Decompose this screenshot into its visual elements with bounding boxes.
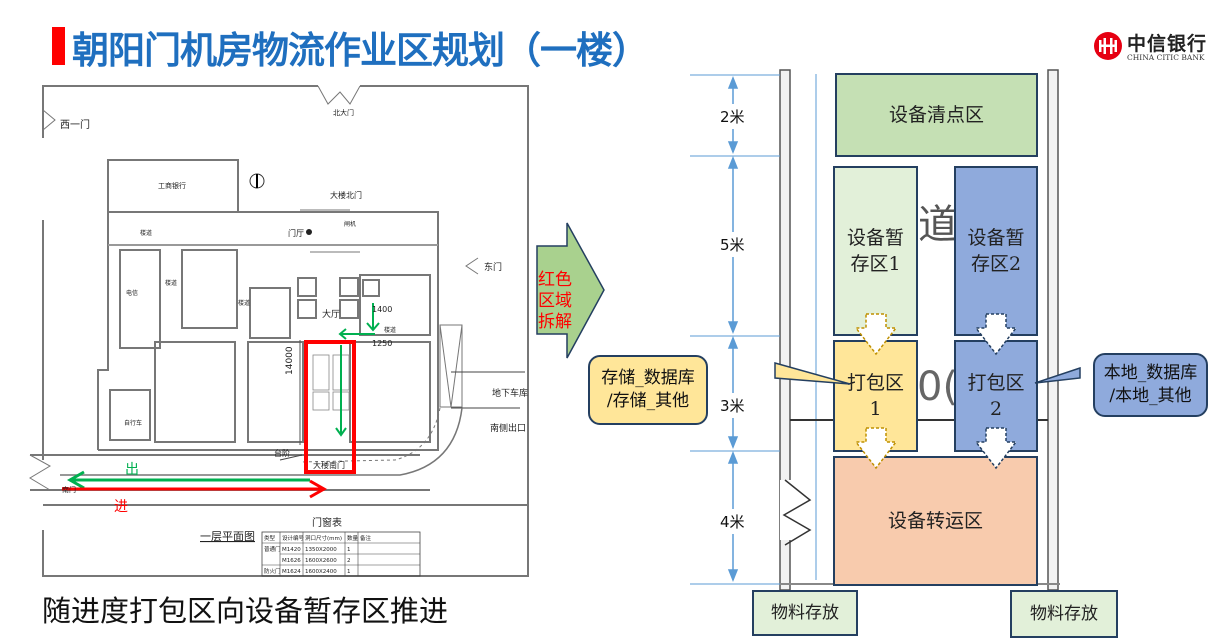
transition-arrow <box>536 222 605 359</box>
callout-line: /存储_其他 <box>606 391 690 411</box>
north-gate-label: 北大门 <box>333 108 354 117</box>
page-title: 朝阳门机房物流作业区规划（一楼） <box>72 29 649 72</box>
zone-label: 存区2 <box>970 253 1022 275</box>
exit-flow-arrow <box>66 470 310 490</box>
door-table-cell: M1626 <box>282 558 301 564</box>
door-table-cell: 1 <box>347 547 351 553</box>
callout-local: 本地_数据库/本地_其他 <box>1093 353 1208 417</box>
door-table-cell: 1600X2600 <box>305 558 337 564</box>
east-gate-label: 东门 <box>484 261 502 273</box>
floor-plan: 西一门 北大门 工商银行 大楼北门 门厅 大厅 东门 地下车库 南侧出口 台阶 … <box>29 85 529 577</box>
entry-flow-arrow <box>62 479 328 499</box>
zone-label: 物料存放 <box>1030 604 1098 624</box>
icbc-label: 工商银行 <box>158 181 186 190</box>
door-table-cell: 2 <box>347 558 351 564</box>
bank-logo: 中信银行 CHINA CITIC BANK <box>1093 27 1213 67</box>
zone-label: 设备暂 <box>846 227 904 249</box>
background-glyph: 0( <box>917 364 958 410</box>
gate-machine-label: 闸机 <box>344 220 356 228</box>
zone-label: 1 <box>869 398 882 420</box>
door-table-cell: M1420 <box>282 547 301 553</box>
callout-line: 存储_数据库 <box>601 368 695 388</box>
bank-name-cn: 中信银行 <box>1127 33 1208 55</box>
stairs-label: 楼道 <box>140 229 152 237</box>
stairs-label-4: 楼道 <box>384 326 396 334</box>
out-label: 出 <box>125 462 139 478</box>
inner-flow-arrows <box>335 303 380 437</box>
zone-label: 打包区 <box>967 372 1025 394</box>
callout-line: /本地_其他 <box>1109 386 1192 406</box>
caption: 随进度打包区向设备暂存区推进 <box>42 594 449 628</box>
zone-label: 设备转运区 <box>887 510 983 532</box>
door-table-cell: 1600X2400 <box>305 569 337 575</box>
door-table-header: 洞口尺寸(mm) <box>305 534 342 542</box>
bank-name-en: CHINA CITIC BANK <box>1127 53 1205 62</box>
dim-2m: 2米 <box>720 104 745 129</box>
stairs-label-2: 楼道 <box>165 279 177 287</box>
door-table-header: 类型 <box>264 534 276 542</box>
zone-label: 物料存放 <box>771 603 839 623</box>
transition-label: 红色 区域 拆解 <box>538 270 578 333</box>
zone-transfer: 设备转运区 <box>833 456 1038 586</box>
zone-label: 设备清点区 <box>888 104 984 126</box>
building-north-gate-label: 大楼北门 <box>330 190 362 200</box>
title-accent-bar <box>52 27 65 65</box>
layout-background: 道 0( <box>690 69 1060 591</box>
zone-staging-2: 设备暂存区2 <box>954 166 1038 336</box>
door-table-cell: 普通门 <box>264 545 281 553</box>
door-table-cell: 1350X2000 <box>305 547 337 553</box>
callout-line: 本地_数据库 <box>1103 363 1198 383</box>
zone-staging-1: 设备暂存区1 <box>833 166 918 336</box>
door-table-cell: M1624 <box>282 569 301 575</box>
stairs-label-3: 楼道 <box>238 299 250 307</box>
dim-side-label: 1250 <box>372 339 392 348</box>
door-table-title: 门窗表 <box>312 516 342 529</box>
transition-label-line: 区域 <box>538 291 572 311</box>
zone-inventory: 设备清点区 <box>835 73 1038 157</box>
door-table-header: 设计编号 <box>282 534 305 542</box>
south-building-gate-label: 大楼南门 <box>313 460 345 470</box>
lobby-entry-label: 门厅 <box>288 228 304 238</box>
zone-label: 设备暂 <box>967 227 1025 249</box>
door-table-header: 数量 <box>347 534 359 542</box>
south-gate-label: 南门 <box>62 485 76 494</box>
material-storage-right: 物料存放 <box>1010 590 1118 638</box>
zone-label: 2 <box>989 398 1003 420</box>
transition-label-line: 拆解 <box>538 312 572 332</box>
zone-label: 存区1 <box>850 253 901 275</box>
callout-storage: 存储_数据库/存储_其他 <box>588 355 708 425</box>
dim-total-label: 14000 <box>285 346 295 375</box>
citic-logo-icon <box>1094 32 1122 60</box>
zone-label: 打包区 <box>846 372 904 394</box>
dim-top-label: 1400 <box>372 305 392 314</box>
in-label: 进 <box>114 499 128 515</box>
door-table-header: 备注 <box>360 534 372 542</box>
material-storage-left: 物料存放 <box>752 590 858 636</box>
dim-4m: 4米 <box>720 509 745 534</box>
door-table-cell: 防火门 <box>264 567 281 575</box>
compass-icon <box>249 173 265 189</box>
bike-shed-label: 自行车 <box>124 419 142 427</box>
dim-3m: 3米 <box>720 393 745 418</box>
dim-5m: 5米 <box>720 232 745 257</box>
hall-label: 大厅 <box>322 308 340 320</box>
transition-label-line: 红色 <box>538 270 572 290</box>
highlight-work-area <box>304 340 356 474</box>
garage-label: 地下车库 <box>492 387 528 399</box>
south-exit-label: 南侧出口 <box>490 422 526 434</box>
power-room-label: 电信 <box>126 289 138 297</box>
zone-packing-2: 打包区 2 <box>954 340 1038 452</box>
steps-label: 台阶 <box>274 448 290 458</box>
zone-packing-1: 打包区 1 <box>833 340 918 452</box>
door-table-cell: 1 <box>347 569 351 575</box>
layout-plan: 道 0( 2米 5米 3米 4米 设备清点区 设备暂存区1 设备暂存区2 打包区… <box>588 60 1220 640</box>
west-gate-label: 西一门 <box>60 118 90 131</box>
plan-title: 一层平面图 <box>200 530 255 543</box>
background-glyph: 道 <box>918 202 958 248</box>
